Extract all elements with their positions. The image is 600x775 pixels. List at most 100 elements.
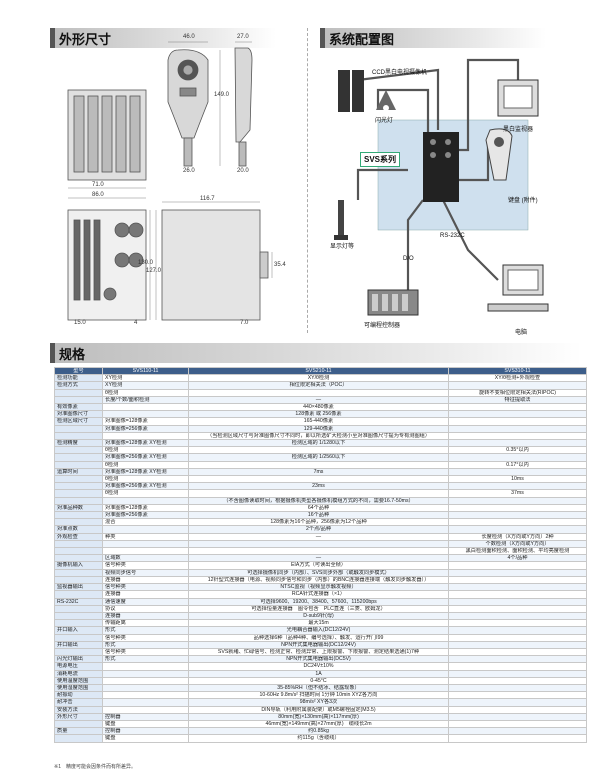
spec-value-cell (448, 655, 587, 664)
header-accent-bar (50, 343, 55, 363)
spec-value-cell: 46mm(宽)×149mm(高)×27mm(厚) 缆线长2m (188, 719, 449, 729)
spec-value-cell: NPN开式集电器输出(DC12/24V) (188, 640, 449, 649)
spec-row: 信号种类品种选择6种（品种4种、编号选择）、触发、运行开门I99 (54, 633, 587, 642)
spec-value-cell (188, 539, 449, 549)
spec-subcategory-cell: θ检测 (102, 388, 189, 397)
system-section-header: 系统配置图 (320, 28, 546, 48)
signal-lamp-icon (334, 200, 348, 240)
spec-category-cell (54, 539, 103, 549)
spec-subcategory-cell: 连接器 (102, 575, 189, 585)
label-camera: CCD黑白电视摄像机 (372, 70, 427, 76)
spec-subcategory-cell (102, 705, 189, 714)
spec-subcategory-cell: 形式 (102, 626, 189, 635)
spec-category-cell: 外形尺寸 (54, 712, 103, 721)
spec-subcategory-cell: 通信速度 (102, 597, 189, 606)
label-monitor: 黑白监视器 (503, 127, 534, 133)
spec-value-cell (448, 503, 587, 513)
dimensions-title: 外形尺寸 (59, 31, 112, 47)
spec-category-cell: 摄像机输入 (54, 561, 103, 570)
dim-side-width: 27.0 (237, 34, 249, 40)
spec-subcategory-cell: 长度/个数/面积检测 (102, 395, 189, 405)
spec-value-cell (448, 676, 587, 685)
spec-value-cell: D-sub9针(母) (188, 611, 449, 621)
spec-subcategory-cell (102, 496, 189, 505)
spec-subcategory-cell: XY检测 (102, 381, 189, 390)
spec-category-cell: 监视器输出 (54, 583, 103, 592)
spec-value-cell (448, 590, 587, 599)
spec-value-cell: 黑白检测面积检测、面积检测、平均亮度检测 (448, 547, 587, 556)
label-flash: 闪光灯 (375, 118, 394, 124)
spec-category-cell (54, 604, 103, 613)
spec-value-cell (448, 482, 587, 491)
spec-category-cell (54, 475, 103, 484)
spec-value-cell (448, 403, 587, 412)
spec-category-cell (54, 446, 103, 455)
spec-value-cell: 12针型式连接器（电源、视频同步信号和同步（内部）的BNC连接器连接端（触发同步… (188, 575, 449, 585)
spec-row: 键盘约115g（含缆线） (54, 734, 587, 743)
spec-value-cell: NPN开式集电器输出(DC5V) (188, 655, 449, 664)
spec-value-cell: — (188, 554, 449, 563)
dim-cable-width: 26.0 (183, 168, 195, 174)
spec-section-header: 规格 (50, 343, 582, 363)
spec-value-cell (448, 662, 587, 671)
spec-value-cell (448, 633, 587, 642)
spec-value-cell: 128像素 或 256像素 (188, 410, 449, 419)
spec-category-cell: 电源电压 (54, 662, 103, 671)
dim-b2: 4 (134, 320, 138, 326)
header-accent-bar (50, 28, 55, 48)
spec-category-cell: 有效像素 (54, 403, 103, 412)
spec-value-cell (448, 611, 587, 621)
controller-front-view (67, 209, 147, 321)
spec-category-cell: 检测精度 (54, 439, 103, 448)
spec-value-cell (448, 439, 587, 448)
spec-value-cell (448, 604, 587, 613)
spec-value-cell (448, 568, 587, 577)
spec-category-cell: 耐冲击 (54, 698, 103, 707)
spec-value-cell (448, 640, 587, 649)
spec-value-cell: 440×480像素 (188, 403, 449, 412)
label-keypad: 键盘 (附件) (508, 198, 538, 204)
spec-value-cell: 光电耦合器输入(DC12/24V) (188, 626, 449, 635)
spec-subcategory-cell: XY检测 (102, 374, 189, 383)
spec-category-cell: 质量 (54, 727, 103, 736)
dim-pendant-width: 46.0 (183, 34, 195, 40)
spec-subcategory-cell (102, 683, 189, 693)
flash-icon (376, 90, 396, 111)
label-pc: 电脑 (515, 330, 528, 336)
spec-row: 个数检测（X方向或Y方向） (54, 539, 587, 549)
dim-w3: 116.7 (200, 196, 215, 202)
spec-subcategory-cell (102, 539, 189, 549)
spec-category-cell: 并口输出 (54, 640, 103, 649)
spec-category-cell: 对准点数 (54, 525, 103, 534)
spec-value-cell: 相位限定相关法（POC） (188, 381, 449, 390)
spec-category-cell: 安装方法 (54, 705, 103, 714)
spec-category-cell (54, 496, 103, 505)
camera-icon (338, 70, 364, 112)
spec-category-cell: 运算时间 (54, 467, 103, 477)
spec-value-cell (448, 719, 587, 729)
spec-row: （当检测区域尺寸与对准图像尺寸不同时，即以所选矿大检测小至对准图像尺寸提为专有测… (54, 431, 587, 441)
spec-category-cell: 检测区域尺寸 (54, 417, 103, 426)
spec-category-cell: 并口输入 (54, 626, 103, 635)
spec-category-cell: RS-232C (54, 597, 103, 606)
spec-subcategory-cell: 信号种类 (102, 647, 189, 657)
spec-value-cell: 129-440像素 (188, 424, 449, 433)
spec-category-cell (54, 424, 103, 433)
spec-value-cell (448, 705, 587, 714)
spec-row: （不含图像读取时间，根据摄像机类型各摄像机模组方式的不同，需要16.7-50ms… (54, 496, 587, 505)
spec-category-cell: 外观检查 (54, 532, 103, 541)
spec-value-cell (448, 511, 587, 520)
